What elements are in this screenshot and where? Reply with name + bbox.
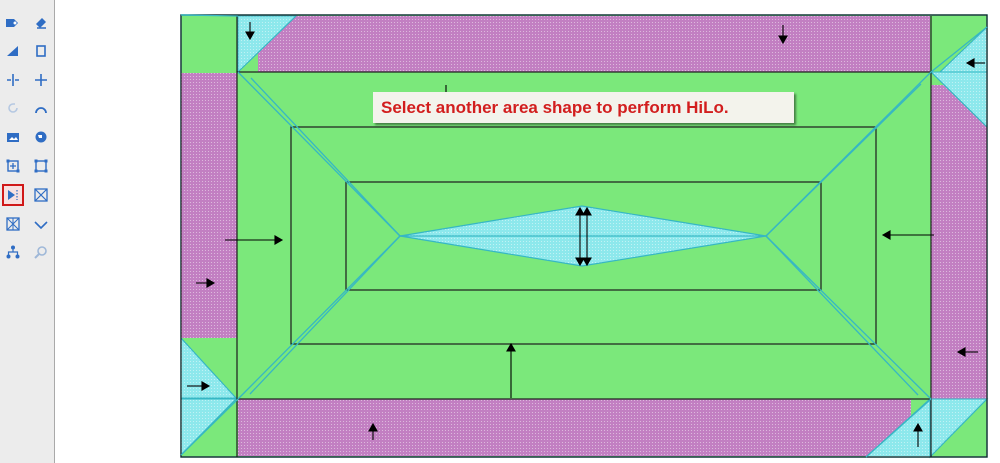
hip-lines [180,14,988,458]
paint-bucket-tool-icon[interactable] [31,13,51,33]
arrow-tool-icon[interactable] [3,13,23,33]
zoom-tool-icon[interactable] [31,242,51,262]
node-tree-tool-icon[interactable] [3,242,23,262]
split-tool-icon[interactable] [3,70,23,90]
status-message-text: Select another area shape to perform HiL… [381,97,729,117]
arc-tool-icon[interactable] [31,98,51,118]
status-message: Select another area shape to perform HiL… [373,92,794,123]
valley-tool-icon[interactable] [31,214,51,234]
merge-tool-icon[interactable] [31,70,51,90]
hilo-tool-icon[interactable] [2,184,24,206]
add-node-tool-icon[interactable] [3,156,23,176]
diamond-grid-tool-icon[interactable] [3,214,23,234]
rectangle-tool-icon[interactable] [31,41,51,61]
globe-tool-icon[interactable] [31,127,51,147]
slope-tool-icon[interactable] [3,41,23,61]
purple-strips [181,16,987,456]
edit-node-tool-icon[interactable] [31,156,51,176]
cyan-corners [180,15,989,459]
rotate-tool-icon[interactable] [3,98,23,118]
image-tool-icon[interactable] [3,127,23,147]
tool-palette [0,0,55,463]
hip-roof-tool-icon[interactable] [31,185,51,205]
